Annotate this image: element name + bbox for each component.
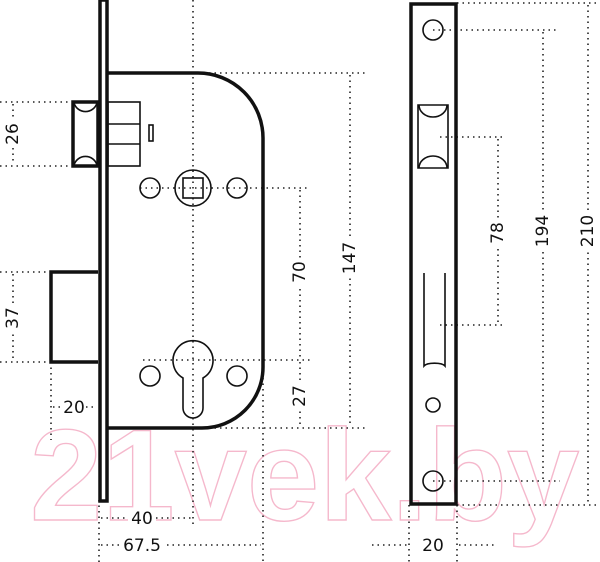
dim-cylinder-to-bottom: 27 [290, 385, 310, 407]
slot [148, 124, 154, 142]
dim-deadbolt-height: 37 [3, 307, 23, 329]
dim-plate-width: 20 [422, 536, 444, 556]
dim-screw-spacing: 194 [533, 215, 553, 247]
screw-hole [226, 365, 248, 387]
dim-backset: 40 [131, 509, 153, 529]
screw-hole [422, 19, 444, 41]
faceplate-front [409, 2, 458, 506]
dim-spindle-to-cylinder: 70 [290, 261, 310, 283]
screw-hole [139, 177, 161, 199]
dim-latch-height: 26 [3, 123, 23, 145]
spindle-square [182, 177, 204, 199]
lock-body [49, 0, 265, 503]
right-dimension-lines [372, 2, 600, 562]
dim-plate-length: 210 [578, 215, 598, 247]
left-dimension-lines [0, 0, 365, 562]
latch-cutout [417, 104, 449, 169]
cylinder-cutout [172, 339, 214, 419]
deadbolt-cutout [423, 273, 446, 369]
lock-case [108, 71, 265, 430]
deadbolt [49, 270, 98, 364]
dim-deadbolt-throw: 20 [63, 398, 85, 418]
screw-hole [139, 365, 161, 387]
watermark: 21vek.by [30, 402, 579, 548]
dim-body-height: 147 [340, 242, 360, 274]
screw-hole [422, 470, 444, 492]
small-hole [425, 397, 441, 413]
screw-hole [226, 177, 248, 199]
spindle-hub [174, 169, 212, 207]
faceplate-side [98, 0, 109, 503]
dim-body-depth: 67.5 [123, 536, 161, 556]
latch-bolt [71, 100, 100, 168]
dim-cutout-spacing: 78 [488, 222, 508, 244]
